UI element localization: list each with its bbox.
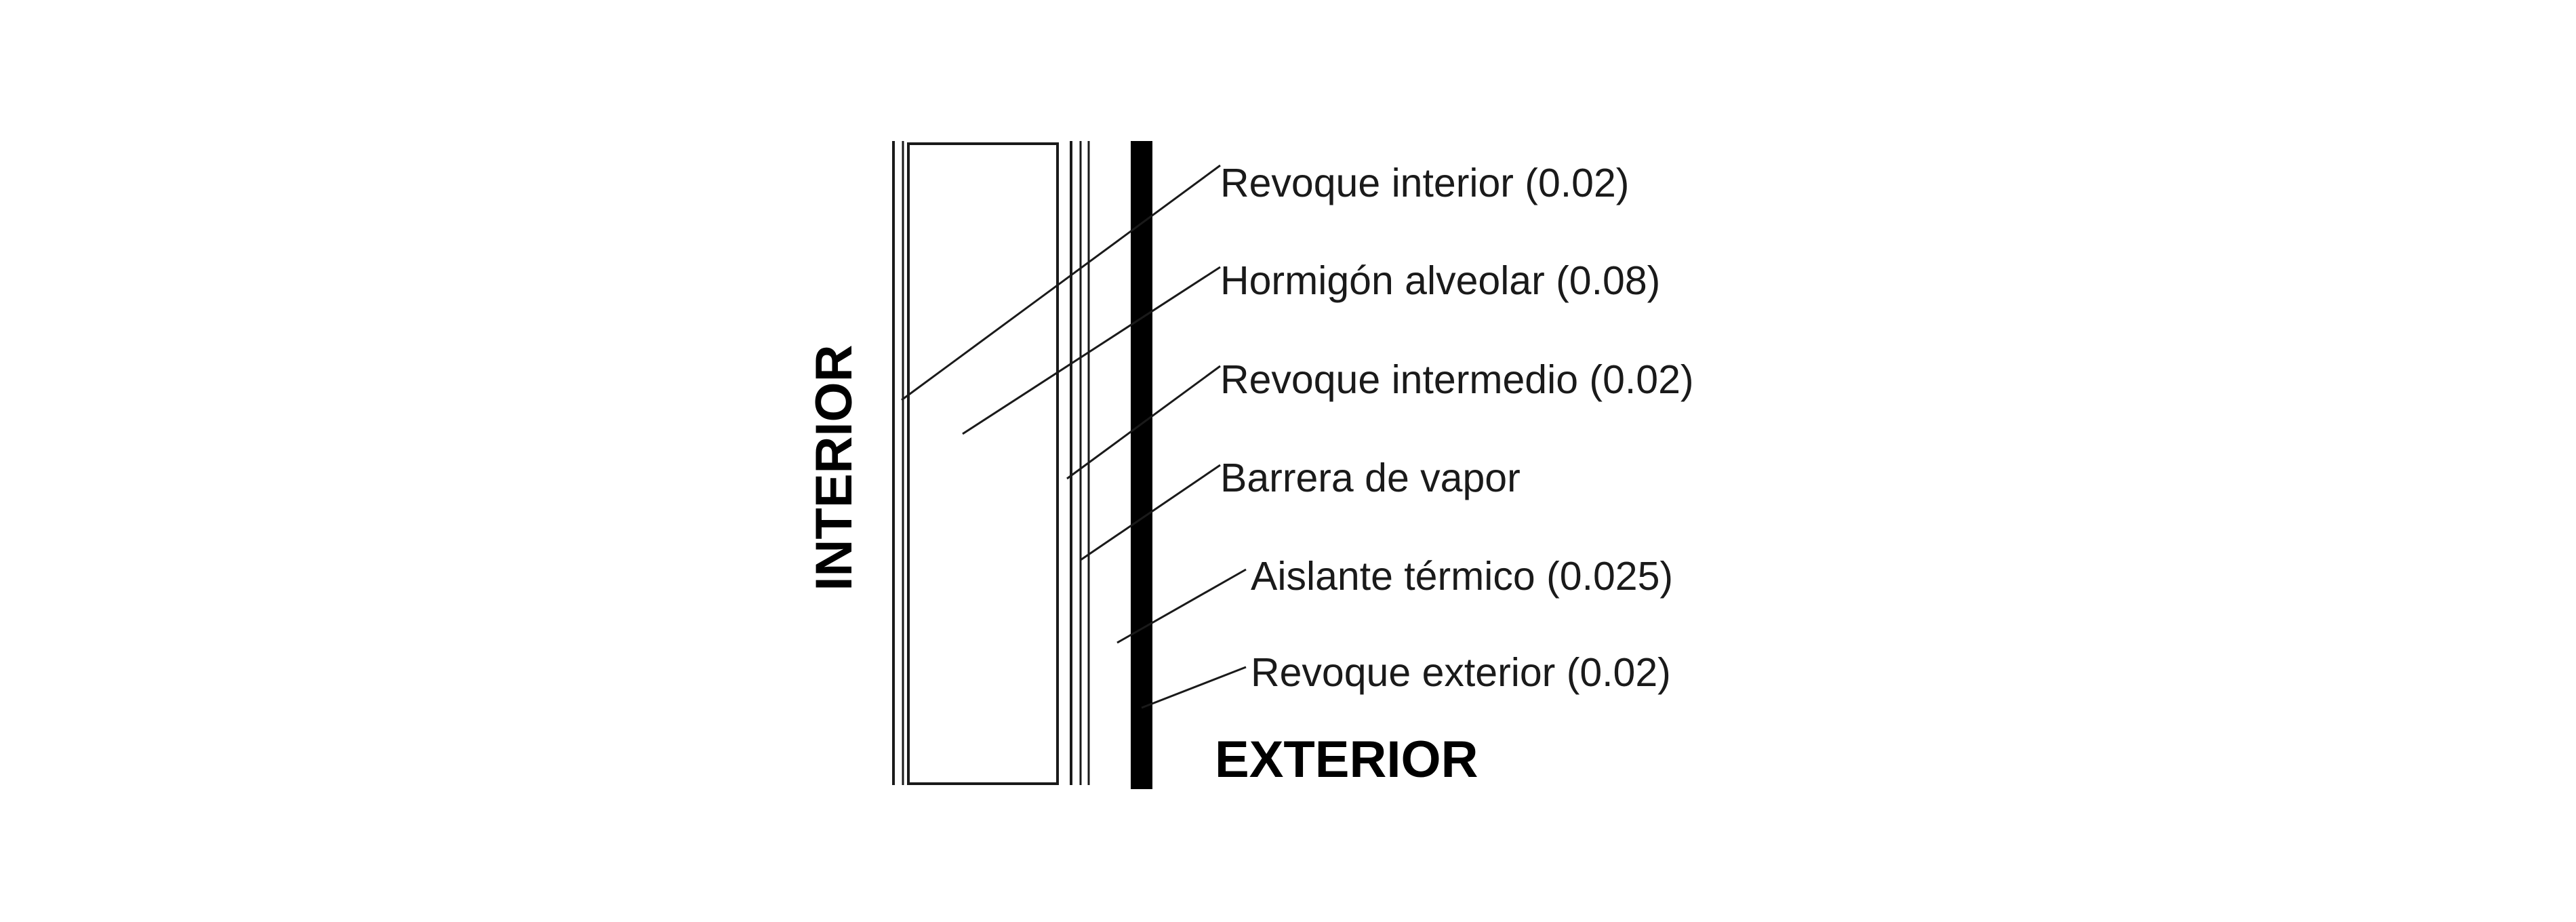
layer-label-revoque-exterior: Revoque exterior (0.02) <box>1251 650 1671 695</box>
wall-section <box>892 141 1152 789</box>
leader-line-hormigon-alveolar <box>962 266 1221 435</box>
exterior-render-band <box>1131 141 1152 789</box>
layer-label-revoque-intermedio: Revoque intermedio (0.02) <box>1220 357 1694 402</box>
leader-line-barrera-vapor <box>1080 464 1221 561</box>
exterior-side-label: EXTERIOR <box>1215 731 1478 788</box>
layer-label-hormigon-alveolar: Hormigón alveolar (0.08) <box>1220 258 1660 303</box>
leader-lines <box>901 164 1247 709</box>
layer-label-revoque-interior: Revoque interior (0.02) <box>1220 161 1629 205</box>
layer-label-barrera-vapor: Barrera de vapor <box>1220 456 1521 500</box>
leader-line-aislante-termico <box>1116 568 1247 644</box>
leader-line-revoque-interior <box>901 164 1221 401</box>
layer-label-aislante-termico: Aislante térmico (0.025) <box>1251 554 1673 599</box>
interior-side-label: INTERIOR <box>805 344 863 590</box>
layer-labels: Revoque interior (0.02) Hormigón alveola… <box>1220 161 1694 695</box>
leader-line-revoque-exterior <box>1141 666 1247 709</box>
leader-line-revoque-intermedio <box>1066 365 1221 480</box>
aerated-concrete-block <box>907 142 1059 785</box>
